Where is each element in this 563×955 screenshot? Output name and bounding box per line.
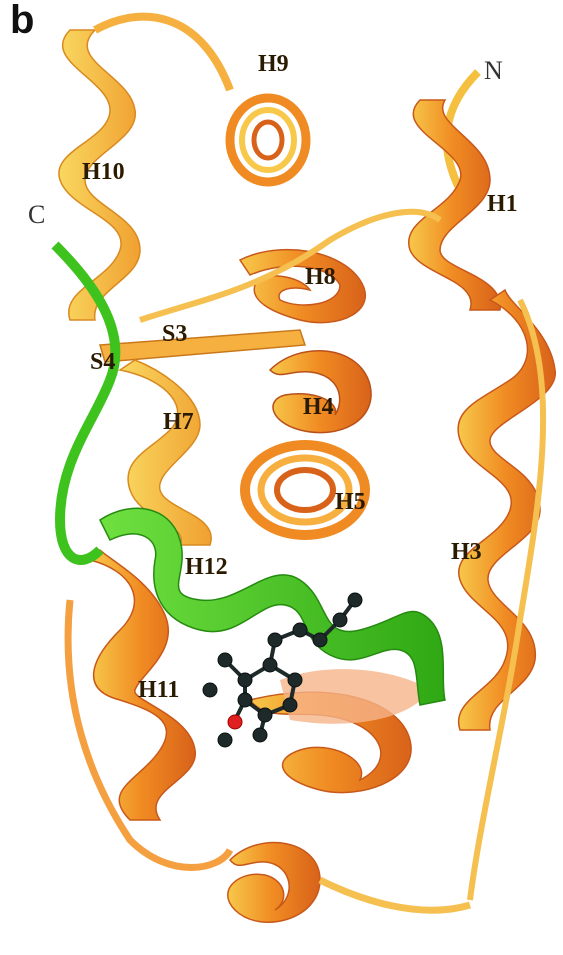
label-h3: H3 (451, 540, 482, 564)
label-h11: H11 (138, 678, 179, 702)
loop-bottom (320, 880, 470, 910)
label-h4: H4 (303, 395, 334, 419)
panel-letter: b (10, 0, 34, 43)
label-h5: H5 (335, 490, 366, 514)
label-h9: H9 (258, 52, 289, 76)
helix-bottom (228, 692, 411, 922)
ligand-oxygen-atom (228, 715, 242, 729)
beta-sheet (100, 330, 305, 362)
label-h1: H1 (487, 192, 518, 216)
label-h10: H10 (82, 160, 125, 184)
label-s4: S4 (90, 350, 115, 374)
label-h12: H12 (185, 555, 228, 579)
helix-h9 (230, 98, 306, 182)
helix-h4 (270, 351, 371, 433)
label-h8: H8 (305, 265, 336, 289)
n-terminus-label: N (484, 58, 503, 84)
c-terminus-label: C (28, 202, 45, 228)
label-s3: S3 (162, 322, 187, 346)
label-h7: H7 (163, 410, 194, 434)
